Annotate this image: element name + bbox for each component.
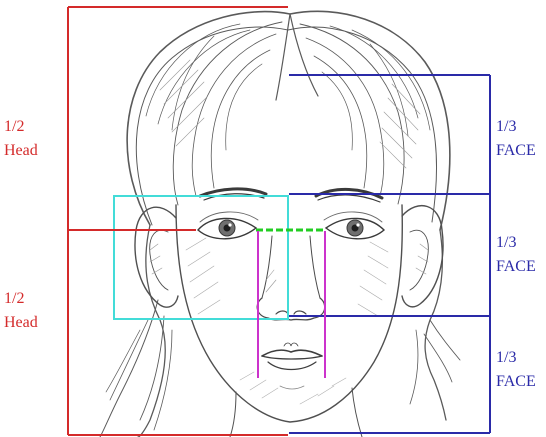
face-top-third-label: 1/3 FACE [496,115,536,163]
head-half-guides [68,7,288,435]
head-bottom-half-label: 1/2 Head [4,287,38,335]
face-top-third-word: FACE [496,139,536,163]
face-third-guides [289,75,490,433]
face-top-third-fraction: 1/3 [496,115,536,139]
head-bottom-half-word: Head [4,311,38,335]
nose-sketch [257,236,325,320]
eyes-sketch [198,212,384,239]
face-middle-third-label: 1/3 FACE [496,231,536,279]
head-bottom-half-fraction: 1/2 [4,287,38,311]
face-bottom-third-fraction: 1/3 [496,346,536,370]
face-middle-third-word: FACE [496,255,536,279]
nose-mouth-width-guides [258,231,325,378]
mouth-sketch [262,343,322,389]
face-bottom-third-word: FACE [496,370,536,394]
face-bottom-third-label: 1/3 FACE [496,346,536,394]
head-top-half-word: Head [4,139,38,163]
hair-lower-sketch [100,225,460,437]
face-outline-sketch [176,205,402,437]
head-top-half-label: 1/2 Head [4,115,38,163]
face-middle-third-fraction: 1/3 [496,231,536,255]
ears-sketch [135,206,443,307]
head-top-half-fraction: 1/2 [4,115,38,139]
